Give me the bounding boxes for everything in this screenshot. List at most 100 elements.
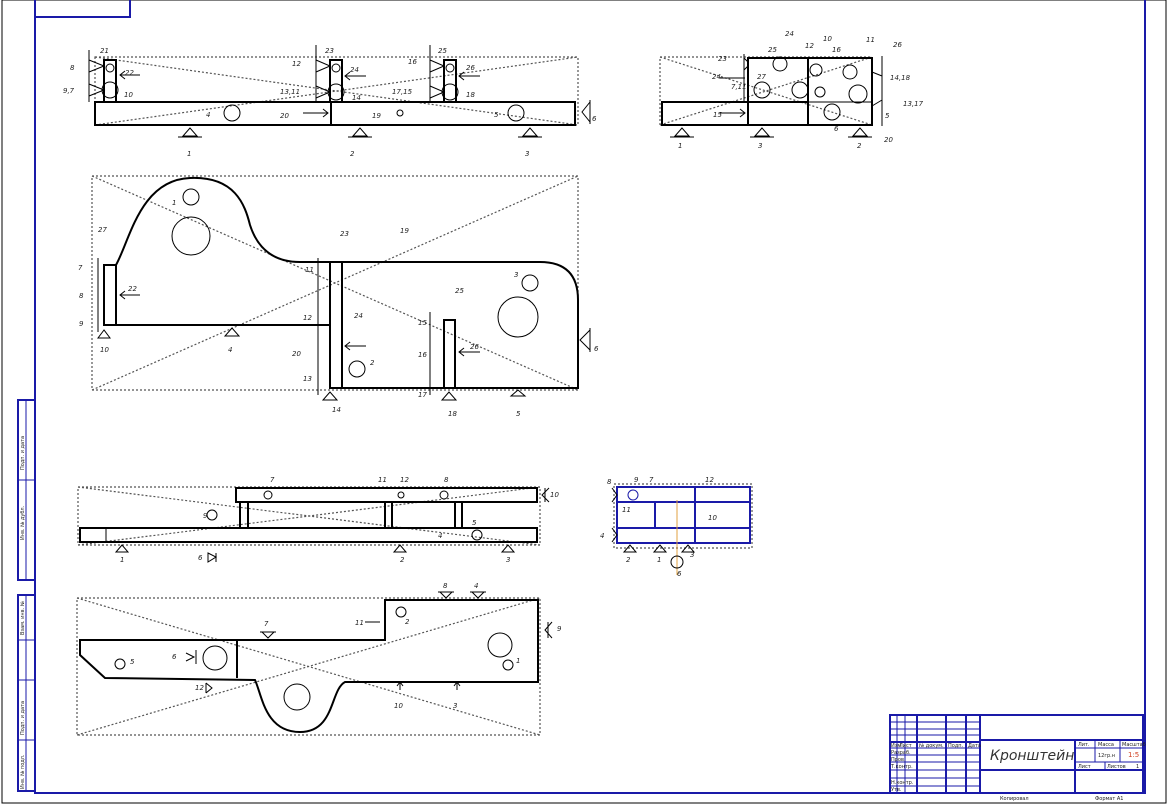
position-label: 4 <box>206 111 210 119</box>
position-label: 23 <box>325 47 334 55</box>
position-label: 12 <box>292 60 301 68</box>
position-label: 7 <box>264 620 269 628</box>
position-label: 2 <box>405 618 410 626</box>
position-label: 13,17 <box>903 100 924 108</box>
position-label: 27 <box>757 73 766 81</box>
position-label: 19 <box>400 227 409 235</box>
position-label: 27 <box>98 226 107 234</box>
position-label: 25 <box>768 46 777 54</box>
position-label: 18 <box>466 91 475 99</box>
position-label: 1 <box>187 150 191 158</box>
position-label: 12 <box>705 476 714 484</box>
sheet-label: Лист <box>1078 764 1091 770</box>
position-label: 2 <box>857 142 862 150</box>
position-label: 24 <box>712 73 721 81</box>
position-label: 16 <box>832 46 841 54</box>
position-label: 4 <box>438 532 442 540</box>
position-label: 20 <box>280 112 289 120</box>
position-label: 23 <box>340 230 349 238</box>
position-label: 8 <box>70 64 75 72</box>
tb-header: Изм <box>891 743 901 749</box>
position-label: 6 <box>592 115 597 123</box>
tb-row: Пров. <box>891 757 906 763</box>
position-label: 6 <box>834 125 839 133</box>
position-label: 1 <box>678 142 682 150</box>
position-label: 14 <box>352 94 361 102</box>
position-label: 6 <box>677 570 682 578</box>
position-label: 12 <box>400 476 409 484</box>
position-label: 7 <box>270 476 275 484</box>
position-label: 10 <box>708 514 717 522</box>
strip-label: Подп. и дата <box>20 701 26 735</box>
scale-value: 1:5 <box>1128 751 1139 759</box>
tb-row: Утв. <box>891 787 902 793</box>
position-label: 9 <box>79 320 84 328</box>
position-label: 3 <box>453 702 457 710</box>
position-label: 8 <box>444 476 449 484</box>
drawing-title: Кронштейн <box>990 748 1074 764</box>
tb-row: Разраб. <box>891 750 911 756</box>
position-label: 1 <box>172 199 176 207</box>
position-label: 22 <box>125 69 134 77</box>
strip-label: Подп. и дата <box>20 436 26 470</box>
position-label: 16 <box>418 351 427 359</box>
position-label: 9 <box>634 476 639 484</box>
position-label: 3 <box>525 150 529 158</box>
position-label: 21 <box>100 47 109 55</box>
position-label: 16 <box>408 58 417 66</box>
position-label: 5 <box>472 519 477 527</box>
position-label: 12 <box>805 42 814 50</box>
lit-label: Лит. <box>1078 742 1090 748</box>
tb-row: Т.контр. <box>890 764 913 770</box>
mass-value: 12гр.н <box>1098 753 1115 759</box>
position-label: 5 <box>130 658 135 666</box>
position-label: 17,15 <box>392 88 413 96</box>
position-label: 11 <box>305 266 314 274</box>
position-label: 13,11 <box>280 88 300 96</box>
position-label: 14,18 <box>890 74 911 82</box>
position-label: 10 <box>550 491 559 499</box>
tb-header: Подп. <box>948 743 964 749</box>
position-label: 14 <box>332 406 341 414</box>
scale-label: Масштаб <box>1122 742 1146 748</box>
position-label: 2 <box>350 150 355 158</box>
position-label: 24 <box>350 66 359 74</box>
position-label: 7 <box>78 264 83 272</box>
title-block: Изм Лист № докум. Подп. Дата Разраб. Про… <box>889 714 1146 802</box>
position-label: 8 <box>443 582 448 590</box>
position-label: 12 <box>303 314 312 322</box>
copied-label: Копировал <box>1000 796 1029 802</box>
strip-label: Взам. инв. № <box>20 600 26 635</box>
position-label: 4 <box>600 532 604 540</box>
position-label: 10 <box>394 702 403 710</box>
position-label: 11 <box>378 476 387 484</box>
position-label: 6 <box>172 653 177 661</box>
position-label: 25 <box>455 287 464 295</box>
mass-label: Масса <box>1098 742 1114 748</box>
position-label: 8 <box>607 478 612 486</box>
position-label: 25 <box>438 47 447 55</box>
position-label: 20 <box>292 350 301 358</box>
position-label: 2 <box>400 556 405 564</box>
position-label: 6 <box>198 554 203 562</box>
view-side-top: 23247,11272524121016112614,1813,17520151… <box>659 30 924 150</box>
position-label: 2 <box>626 556 631 564</box>
position-label: 11 <box>355 619 364 627</box>
tb-row: Н.контр. <box>891 780 914 786</box>
sheets-label: Листов <box>1107 764 1126 770</box>
position-label: 3 <box>514 271 518 279</box>
position-label: 24 <box>354 312 363 320</box>
position-label: 10 <box>124 91 133 99</box>
position-label: 24 <box>785 30 794 38</box>
position-label: 22 <box>128 285 137 293</box>
position-label: 26 <box>893 41 902 49</box>
strip-label: Инв. № подл. <box>20 754 26 789</box>
tb-header: № докум. <box>919 743 944 749</box>
position-label: 2 <box>370 359 375 367</box>
